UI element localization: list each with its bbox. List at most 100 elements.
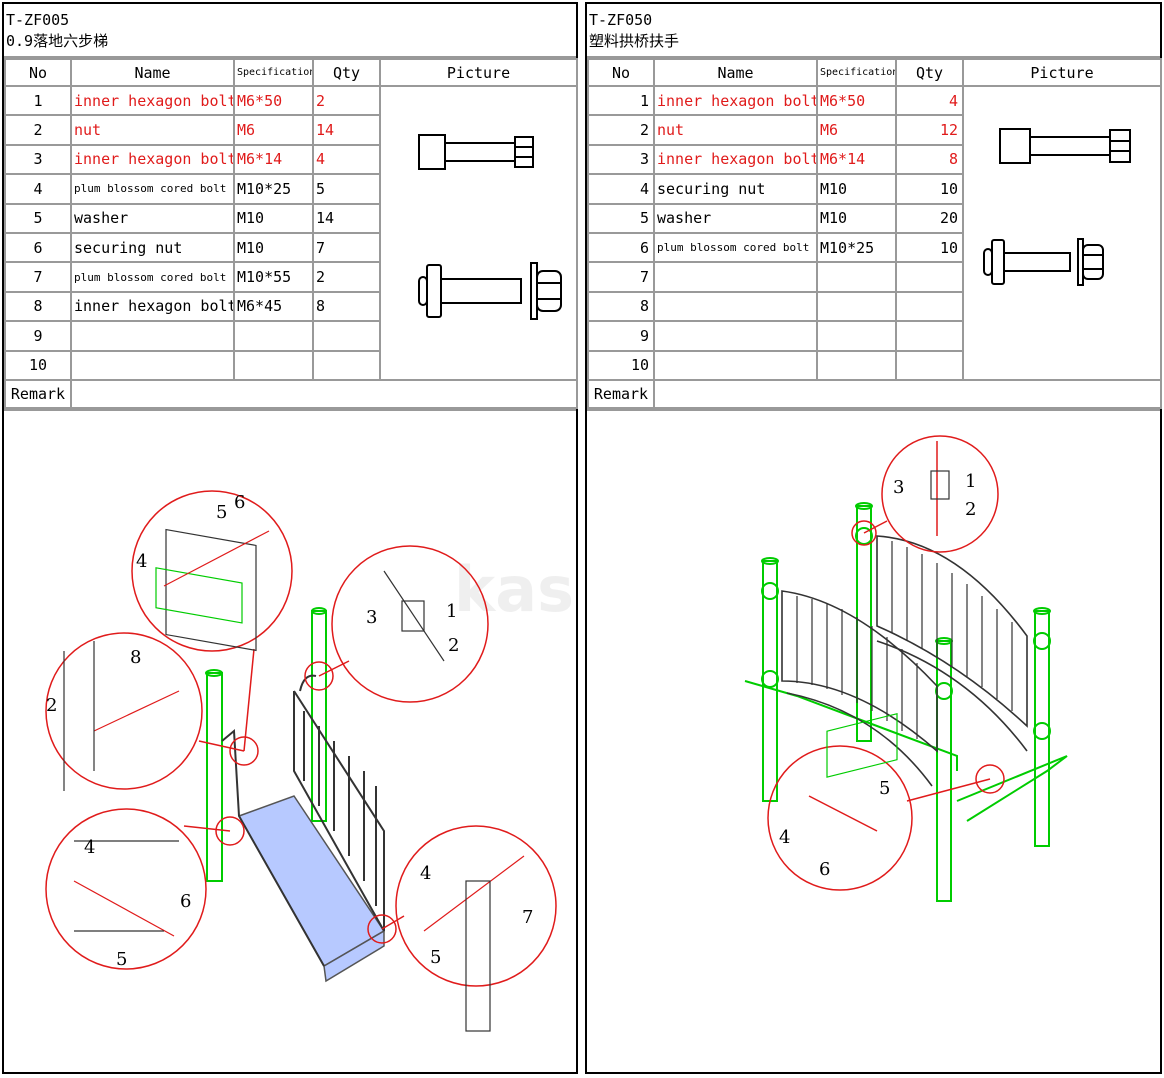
table-row: 3 inner hexagon bolt M6*14 8 <box>587 143 1161 176</box>
table-row: 10 <box>587 349 1161 382</box>
row-qty: 4 <box>895 84 964 117</box>
ladder-assembly-diagram: kasim <box>45 490 576 1032</box>
remark-label: Remark <box>587 379 655 409</box>
assembly-drawing: kasim <box>4 409 576 1072</box>
row-name <box>70 349 235 382</box>
callout-4b: 4 <box>84 837 95 858</box>
callout-2: 2 <box>965 499 976 520</box>
row-no: 8 <box>4 290 72 323</box>
table-header-row: No Name Specification Qty Picture <box>4 58 578 87</box>
row-no: 4 <box>4 173 72 205</box>
callout-6b: 6 <box>180 891 191 912</box>
table-row: 9 <box>587 320 1161 352</box>
callout-2b: 2 <box>46 695 57 716</box>
row-qty: 2 <box>312 84 381 117</box>
row-no: 5 <box>4 202 72 234</box>
right-spec-sheet: T-ZF050 塑料拱桥扶手 No Name Specification Qty… <box>585 2 1162 1074</box>
callout-5c: 5 <box>430 947 441 968</box>
row-name: inner hexagon bolt <box>653 143 818 176</box>
callout-1: 1 <box>446 601 457 622</box>
table-row: 1 inner hexagon bolt M6*50 4 <box>587 84 1162 381</box>
table-row: 7 plum blossom cored bolt M10*55 2 <box>4 261 577 293</box>
callout-7: 7 <box>522 907 533 928</box>
row-spec: M10 <box>816 202 897 234</box>
col-spec: Specification <box>816 58 897 87</box>
table-row: 5 washer M10 20 <box>587 202 1161 234</box>
row-no: 10 <box>4 349 72 382</box>
row-name: inner hexagon bolt <box>70 143 235 176</box>
table-row: 8 <box>587 290 1161 323</box>
row-no: 2 <box>4 114 72 146</box>
remark-label: Remark <box>4 379 72 409</box>
row-qty <box>895 320 964 352</box>
table-row: 6 plum blossom cored bolt M10*25 10 <box>587 231 1161 264</box>
row-name: washer <box>70 202 235 234</box>
table-row: 2 nut M6 14 <box>4 114 577 146</box>
row-no: 6 <box>4 231 72 264</box>
sheet-header: T-ZF050 塑料拱桥扶手 <box>587 4 1160 58</box>
row-spec <box>233 320 314 352</box>
row-name: inner hexagon bolt <box>70 290 235 323</box>
row-spec <box>816 261 897 293</box>
product-code: T-ZF050 <box>589 11 653 29</box>
bolt-picture-icon <box>418 134 562 320</box>
row-qty: 10 <box>895 173 964 205</box>
col-picture: Picture <box>962 58 1162 87</box>
row-name <box>653 349 818 382</box>
parts-picture <box>379 85 578 381</box>
row-no: 5 <box>587 202 655 234</box>
remark-value <box>70 379 578 409</box>
callout-4c: 4 <box>420 863 431 884</box>
parts-picture <box>962 85 1162 381</box>
col-name: Name <box>70 58 235 87</box>
row-name: plum blossom cored bolt <box>70 173 235 205</box>
callout-3: 3 <box>366 607 377 628</box>
bridge-handrails <box>781 535 1028 787</box>
row-name <box>653 261 818 293</box>
row-qty: 14 <box>312 114 381 146</box>
row-name <box>70 320 235 352</box>
row-name: securing nut <box>70 231 235 264</box>
row-no: 4 <box>587 173 655 205</box>
row-no: 10 <box>587 349 655 382</box>
row-no: 7 <box>587 261 655 293</box>
row-no: 8 <box>587 290 655 323</box>
row-qty <box>895 290 964 323</box>
col-no: No <box>587 58 655 87</box>
row-name: plum blossom cored bolt <box>653 231 818 264</box>
sheet-header: T-ZF005 0.9落地六步梯 <box>4 4 576 58</box>
callout-4: 4 <box>136 551 147 572</box>
table-row: 6 securing nut M10 7 <box>4 231 577 264</box>
row-qty: 2 <box>312 261 381 293</box>
row-qty <box>312 349 381 382</box>
table-row: 1 inner hexagon bolt M6*50 2 <box>4 84 578 381</box>
product-name: 0.9落地六步梯 <box>6 32 109 50</box>
row-no: 9 <box>4 320 72 352</box>
callout-2: 2 <box>448 635 459 656</box>
row-name: inner hexagon bolt <box>653 84 818 117</box>
row-name: washer <box>653 202 818 234</box>
row-spec: M10 <box>816 173 897 205</box>
row-spec <box>233 349 314 382</box>
row-name <box>653 320 818 352</box>
callout-1: 1 <box>965 471 976 492</box>
col-name: Name <box>653 58 818 87</box>
row-qty: 8 <box>312 290 381 323</box>
row-spec: M6*14 <box>233 143 314 176</box>
table-row: 4 plum blossom cored bolt M10*25 5 <box>4 173 577 205</box>
row-name: securing nut <box>653 173 818 205</box>
row-spec: M10*55 <box>233 261 314 293</box>
row-spec: M6*45 <box>233 290 314 323</box>
assembly-drawing: 3 1 2 5 4 6 <box>587 409 1160 1072</box>
callout-numbers: 5 6 4 3 1 2 8 2 4 6 5 4 7 5 <box>46 492 533 970</box>
parts-table: No Name Specification Qty Picture 1 inne… <box>4 58 578 409</box>
row-name: nut <box>653 114 818 146</box>
ladder-rails <box>221 674 385 967</box>
col-spec: Specification <box>233 58 314 87</box>
row-spec: M10 <box>233 231 314 264</box>
frame-posts <box>744 502 1068 902</box>
row-no: 1 <box>4 84 72 117</box>
row-name <box>653 290 818 323</box>
callout-5: 5 <box>216 502 227 523</box>
row-name: nut <box>70 114 235 146</box>
